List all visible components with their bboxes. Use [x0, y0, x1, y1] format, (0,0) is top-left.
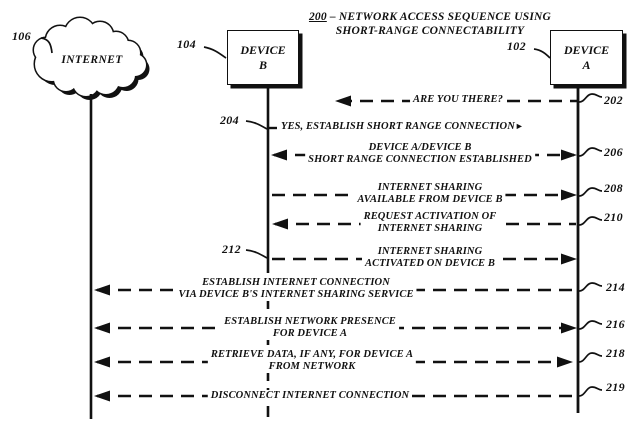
device-b-box: DEVICE B	[227, 30, 299, 85]
ref-206: 206	[604, 145, 623, 159]
ref-leader-curves	[40, 37, 603, 397]
message-label-202: ARE YOU THERE?	[410, 94, 506, 106]
message-arrow-202	[335, 95, 578, 107]
message-label-218: RETRIEVE DATA, IF ANY, FOR DEVICE A FROM…	[207, 349, 417, 373]
figure-title: 200 – NETWORK ACCESS SEQUENCE USING SHOR…	[296, 10, 564, 38]
message-label-212: INTERNET SHARING ACTIVATED ON DEVICE B	[362, 246, 498, 270]
device-a-box: DEVICE A	[550, 30, 623, 85]
internet-node-label: INTERNET	[61, 54, 123, 66]
ref-106: 106	[12, 29, 31, 43]
ref-210: 210	[604, 210, 623, 224]
ref-212: 212	[222, 242, 241, 256]
figure-title-line1: 200 – NETWORK ACCESS SEQUENCE USING	[308, 11, 552, 23]
message-label-204: YES, ESTABLISH SHORT RANGE CONNECTION►	[279, 121, 526, 133]
message-label-206: DEVICE A/DEVICE B SHORT RANGE CONNECTION…	[305, 142, 535, 166]
device-a-label-line2: A	[582, 57, 591, 72]
message-label-214: ESTABLISH INTERNET CONNECTION VIA DEVICE…	[175, 277, 417, 301]
ref-219: 219	[606, 380, 625, 394]
device-a-label-line1: DEVICE	[563, 43, 610, 58]
message-label-210: REQUEST ACTIVATION OF INTERNET SHARING	[360, 211, 500, 235]
ref-202: 202	[604, 93, 623, 107]
arrowhead-right-icon: ►	[514, 121, 524, 131]
message-label-216: ESTABLISH NETWORK PRESENCE FOR DEVICE A	[221, 316, 399, 340]
figure-title-line2: SHORT-RANGE CONNECTABILITY	[335, 25, 525, 38]
ref-216: 216	[606, 317, 625, 331]
device-b-label-line2: B	[258, 57, 267, 72]
ref-214: 214	[606, 280, 625, 294]
message-label-208: INTERNET SHARING AVAILABLE FROM DEVICE B	[354, 182, 506, 206]
ref-208: 208	[604, 181, 623, 195]
ref-104: 104	[177, 37, 196, 51]
figure-ref-number: 200	[308, 11, 327, 23]
device-b-label-line1: DEVICE	[240, 43, 286, 58]
ref-218: 218	[606, 346, 625, 360]
ref-102: 102	[507, 39, 526, 53]
message-label-219: DISCONNECT INTERNET CONNECTION	[207, 390, 413, 402]
ref-204: 204	[220, 113, 239, 127]
internet-cloud-fill	[34, 18, 146, 96]
